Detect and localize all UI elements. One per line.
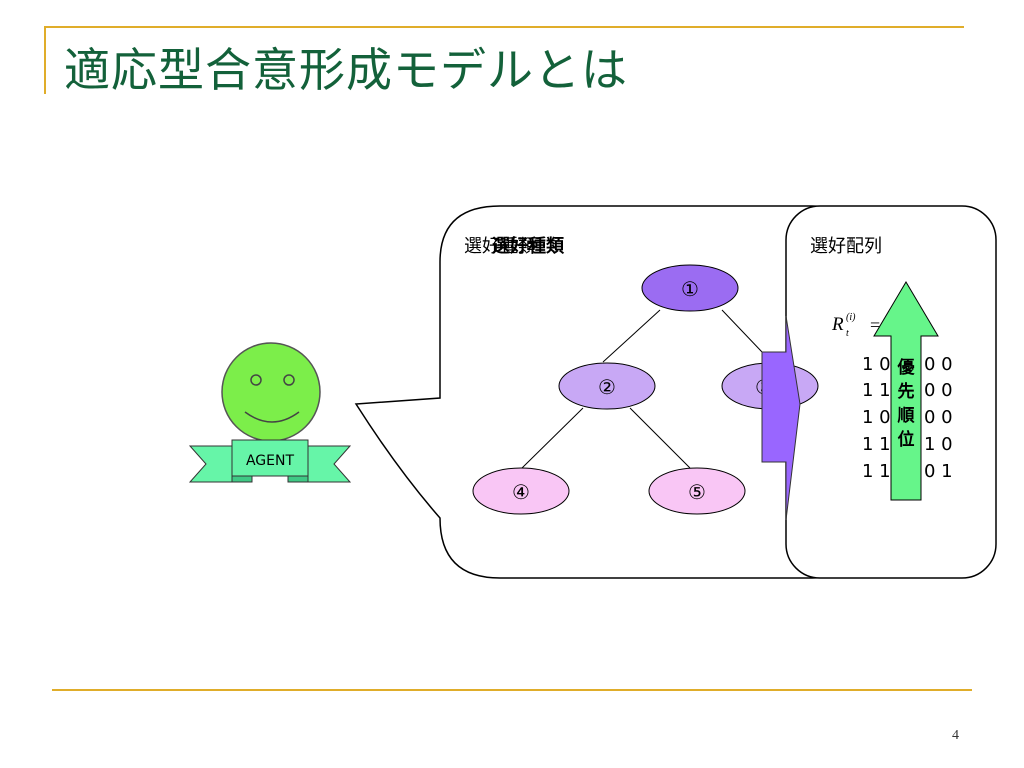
- agent-figure: AGENT: [188, 342, 352, 483]
- agent-mouth: [244, 411, 300, 423]
- tree-edge-1-2: [602, 309, 661, 363]
- tree-node-2-label: ②: [598, 375, 616, 399]
- priority-char-2: 先: [898, 381, 915, 402]
- slide-title: 適応型合意形成モデルとは: [64, 43, 628, 97]
- priority-label: 優 先 順 位: [897, 357, 916, 450]
- matrix-row-1-right: 0 0: [924, 354, 953, 375]
- priority-arrow: [873, 281, 939, 501]
- agent-ribbon: [188, 439, 352, 483]
- matrix-row-5-right: 0 1: [924, 461, 953, 482]
- page-number: 4: [952, 728, 959, 743]
- tree-node-5-label: ⑤: [688, 480, 706, 504]
- matrix-row-1-left: 1 0: [862, 354, 891, 375]
- tree-node-1: ①: [641, 264, 739, 312]
- agent-label: AGENT: [246, 453, 294, 469]
- matrix-panel-label: 選好配列: [810, 236, 882, 257]
- tree-node-2-shape: [558, 362, 656, 410]
- tree-node-2: ②: [558, 362, 656, 410]
- agent-eye-right: [283, 374, 295, 386]
- matrix-row-2-right: 0 0: [924, 380, 953, 401]
- ribbon-tail-left: [188, 445, 237, 483]
- priority-char-3: 順: [898, 406, 916, 426]
- tree-node-4-label: ④: [512, 480, 530, 504]
- agent-face: [221, 342, 321, 442]
- tree-node-4: ④: [472, 467, 570, 515]
- formula-base: R: [831, 314, 844, 335]
- matrix-row-3-right: 0 0: [924, 407, 953, 428]
- ribbon-center: [231, 439, 309, 477]
- transfer-arrow: [761, 315, 801, 521]
- tree-node-1-label: ①: [681, 277, 699, 301]
- header-accent-bar: [44, 26, 46, 94]
- tree-edge-2-4: [521, 407, 584, 469]
- matrix-row-4-right: 1 0: [924, 434, 953, 455]
- priority-char-1: 優: [897, 357, 916, 378]
- header-rule: [44, 26, 964, 28]
- formula: R (i) t =: [831, 312, 880, 339]
- tree-edge-2-5: [629, 407, 691, 469]
- ribbon-tail-right: [303, 445, 352, 483]
- tree-node-4-shape: [472, 467, 570, 515]
- matrix-row-2-left: 1 1: [862, 380, 891, 401]
- formula-equals: =: [870, 315, 880, 335]
- priority-char-4: 位: [898, 429, 915, 450]
- agent-eye-left: [250, 374, 262, 386]
- formula-subscript: t: [846, 328, 849, 339]
- tree-node-1-shape: [641, 264, 739, 312]
- matrix-row-3-left: 1 0: [862, 407, 891, 428]
- tree-node-5-shape: [648, 467, 746, 515]
- formula-superscript: (i): [846, 312, 856, 323]
- matrix-row-4-left: 1 1: [862, 434, 891, 455]
- tree-edge-1-3: [721, 309, 763, 353]
- matrix-row-5-left: 1 1: [862, 461, 891, 482]
- footer-rule: [52, 689, 972, 691]
- tree-panel-label-overlap: 選好種類: [492, 235, 565, 257]
- tree-panel-label: 選好種類: [464, 236, 536, 257]
- tree-node-5: ⑤: [648, 467, 746, 515]
